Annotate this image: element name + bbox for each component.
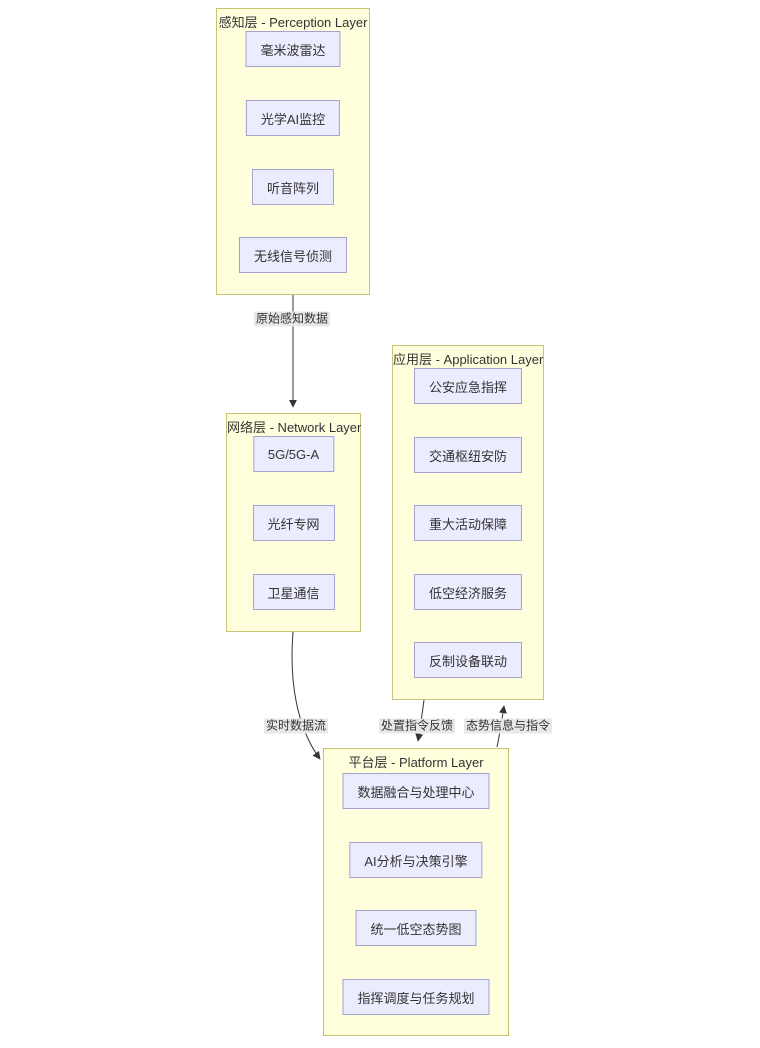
node-millimeter-wave-radar: 毫米波雷达: [245, 31, 341, 67]
node-rf-signal-detection: 无线信号侦测: [238, 237, 348, 273]
edge-label-realtime-data-stream: 实时数据流: [263, 718, 329, 734]
node-low-altitude-economy-service: 低空经济服务: [413, 574, 523, 610]
node-5g-network: 5G/5G-A: [252, 436, 335, 472]
edge-label-situation-info-and-commands: 态势信息与指令: [463, 718, 553, 734]
node-acoustic-array: 听音阵列: [251, 169, 335, 205]
cluster-platform-layer: 平台层 - Platform Layer 数据融合与处理中心 AI分析与决策引擎…: [323, 748, 509, 1036]
edge-network-to-platform: [291, 631, 321, 760]
node-ai-analysis-decision-engine: AI分析与决策引擎: [349, 842, 483, 878]
node-data-fusion-processing-center: 数据融合与处理中心: [342, 773, 490, 809]
edge-label-disposal-command-feedback: 处置指令反馈: [378, 718, 456, 734]
cluster-title-network: 网络层 - Network Layer: [227, 420, 362, 435]
cluster-network-layer: 网络层 - Network Layer 5G/5G-A 光纤专网 卫星通信: [226, 413, 361, 632]
node-unified-low-altitude-situation-map: 统一低空态势图: [355, 910, 477, 946]
node-transport-hub-security: 交通枢纽安防: [413, 437, 523, 473]
cluster-title-perception: 感知层 - Perception Layer: [218, 15, 368, 30]
node-fiber-private-network: 光纤专网: [252, 505, 335, 541]
cluster-title-application: 应用层 - Application Layer: [393, 352, 544, 367]
node-optical-ai-monitoring: 光学AI监控: [245, 100, 341, 136]
node-command-dispatch-task-planning: 指挥调度与任务规划: [342, 979, 490, 1015]
node-counter-device-linkage: 反制设备联动: [413, 642, 523, 678]
node-public-security-emergency-command: 公安应急指挥: [413, 368, 523, 404]
node-satellite-communication: 卫星通信: [252, 574, 335, 610]
edge-label-raw-perception-data: 原始感知数据: [253, 311, 331, 327]
cluster-title-platform: 平台层 - Platform Layer: [348, 755, 484, 770]
cluster-perception-layer: 感知层 - Perception Layer 毫米波雷达 光学AI监控 听音阵列…: [216, 8, 370, 295]
cluster-application-layer: 应用层 - Application Layer 公安应急指挥 交通枢纽安防 重大…: [392, 345, 544, 700]
node-major-event-support: 重大活动保障: [413, 505, 523, 541]
